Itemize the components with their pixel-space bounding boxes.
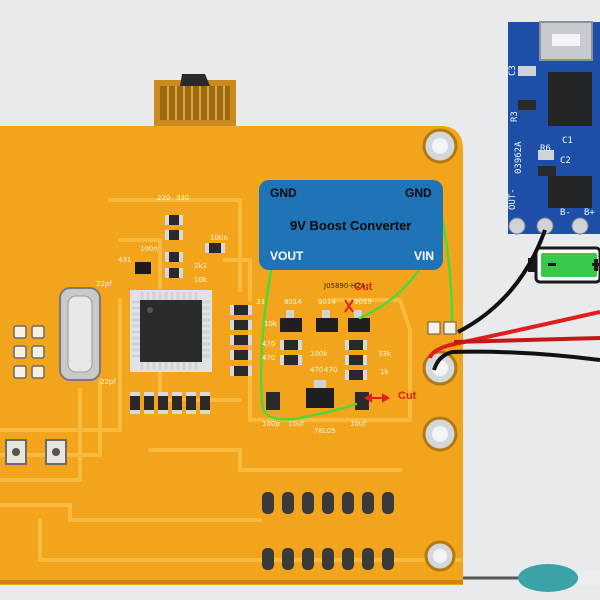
boost-vin-label: VIN [414, 249, 435, 263]
smd-resistor-array-left [230, 305, 252, 376]
silk-10uf-b: 10uf [350, 420, 366, 428]
silk-470-a: 470 [262, 340, 276, 348]
silk-2k2: 2k2 [194, 262, 207, 270]
mounting-holes [422, 128, 458, 572]
pcb-traces [0, 198, 462, 562]
silk-22pf-a: 22pf [96, 280, 112, 288]
silk-1k: 1k [380, 368, 389, 376]
silk-470-c: 470 [310, 366, 324, 374]
capacitor-left [266, 392, 280, 410]
charger-chip [548, 72, 592, 126]
silk-100k: 100k [310, 350, 328, 358]
voltage-regulator [306, 388, 334, 408]
module-chip-id: 03962A [514, 141, 524, 174]
black-wire [457, 229, 547, 334]
boost-converter-box [259, 180, 443, 270]
capacitor-right [355, 392, 369, 410]
module-b-minus: B- [560, 208, 571, 218]
smd-resistor-array-top [135, 215, 225, 278]
module-c3: C3 [508, 65, 518, 76]
battery-pad-2 [443, 321, 457, 335]
silk-100n-a: 100n [140, 245, 158, 253]
battery-pad-1 [427, 321, 441, 335]
silk-330: 330 [176, 194, 190, 202]
black-wire-2 [432, 349, 600, 371]
silk-9014-a: 9014 [284, 298, 302, 306]
silk-9014-b: 9014 [318, 298, 336, 306]
silk-78l05: 78L05 [314, 427, 336, 435]
cut-label-bottom: Cut [398, 390, 417, 402]
test-socket-pads [262, 492, 394, 570]
probe-lead [518, 564, 578, 592]
boost-title: 9V Boost Converter [290, 218, 412, 233]
silk-22pf-b: 22pf [100, 378, 116, 386]
smd-resistor-array-mid [280, 340, 367, 380]
transistors [280, 310, 370, 332]
module-b-plus: B+ [584, 208, 595, 218]
silk-470-b: 470 [262, 354, 276, 362]
silk-431: 431 [118, 256, 132, 264]
silk-470-d: 470 [324, 366, 338, 374]
module-r6: R6 [540, 144, 551, 154]
charger-module [508, 21, 600, 235]
boost-gnd-right-label: GND [405, 186, 432, 200]
protection-chip [548, 176, 592, 208]
module-r3: R3 [510, 111, 520, 122]
red-wire-2 [453, 336, 600, 344]
silk-10uf-a: 10uf [288, 420, 304, 428]
silk-33k: 33k [378, 350, 391, 358]
module-c1: C1 [562, 136, 573, 146]
usb-connector [539, 21, 593, 61]
cut-label-top: Cut [354, 281, 373, 293]
silk-10k-a: 10k [194, 276, 207, 284]
module-c2: C2 [560, 156, 571, 166]
cut-markers [344, 299, 390, 403]
boost-vout-label: VOUT [270, 249, 304, 263]
boost-gnd-left-label: GND [270, 186, 297, 200]
silk-33: 33 [256, 298, 265, 306]
silk-10k-b: 10k [264, 320, 277, 328]
smd-resistor-array-bottom [130, 392, 210, 414]
silk-100p: 100p [262, 420, 280, 428]
battery-icon [528, 246, 600, 284]
silk-board-id: J05890-H2A [324, 282, 366, 290]
microcontroller-chip [130, 290, 212, 372]
silk-220: 220 [157, 194, 171, 202]
isp-header-pads [13, 325, 45, 379]
module-out-minus: OUT- [508, 188, 518, 210]
silk-9015: 9015 [354, 298, 372, 306]
silk-100n-b: 100n [210, 234, 228, 242]
